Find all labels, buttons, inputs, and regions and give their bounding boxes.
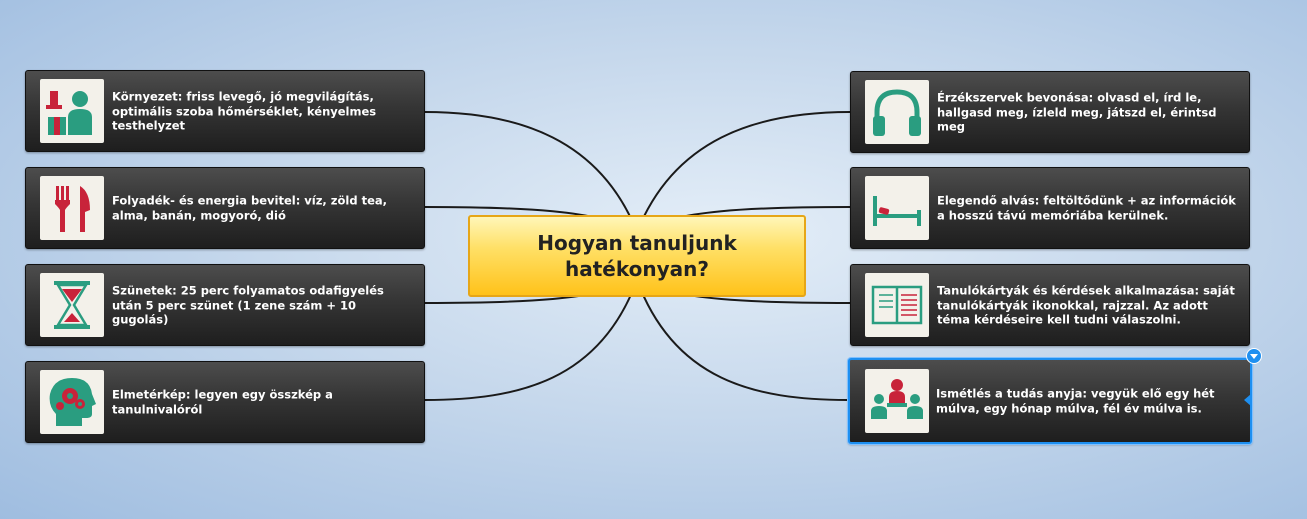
fork-knife-icon bbox=[40, 176, 104, 240]
node-mindmap-text: Elmetérkép: legyen egy összkép a tanulni… bbox=[112, 387, 333, 417]
notebook-icon bbox=[865, 273, 929, 337]
central-topic[interactable]: Hogyan tanuljunk hatékonyan? bbox=[468, 215, 806, 297]
node-breaks-text: Szünetek: 25 perc folyamatos odafigyelés… bbox=[112, 283, 384, 327]
central-topic-line1: Hogyan tanuljunk bbox=[537, 231, 737, 255]
node-environment[interactable]: Környezet: friss levegő, jó megvilágítás… bbox=[25, 70, 425, 152]
node-sleep-text: Elegendő alvás: feltöltődünk + az inform… bbox=[937, 193, 1236, 223]
meeting-icon bbox=[865, 369, 929, 433]
hourglass-icon bbox=[40, 273, 104, 337]
node-nutrition[interactable]: Folyadék- és energia bevitel: víz, zöld … bbox=[25, 167, 425, 249]
node-flashcards-text: Tanulókártyák és kérdések alkalmazása: s… bbox=[937, 283, 1235, 327]
connector-environment bbox=[424, 111, 638, 233]
bed-icon bbox=[865, 176, 929, 240]
node-breaks[interactable]: Szünetek: 25 perc folyamatos odafigyelés… bbox=[25, 264, 425, 346]
node-environment-text: Környezet: friss levegő, jó megvilágítás… bbox=[112, 89, 377, 133]
head-gears-icon bbox=[40, 370, 104, 434]
headphones-icon bbox=[865, 80, 929, 144]
side-tab-handle[interactable] bbox=[1244, 394, 1251, 406]
central-topic-line2: hatékonyan? bbox=[565, 257, 709, 281]
node-mindmap[interactable]: Elmetérkép: legyen egy összkép a tanulni… bbox=[25, 361, 425, 443]
person-icon bbox=[40, 79, 104, 143]
expand-toggle-button[interactable] bbox=[1246, 348, 1262, 364]
connector-repetition bbox=[636, 279, 849, 401]
node-repetition[interactable]: Ismétlés a tudás anyja: vegyük elő egy h… bbox=[848, 358, 1252, 444]
node-senses[interactable]: Érzékszervek bevonása: olvasd el, írd le… bbox=[850, 71, 1250, 153]
node-flashcards[interactable]: Tanulókártyák és kérdések alkalmazása: s… bbox=[850, 264, 1250, 346]
node-sleep[interactable]: Elegendő alvás: feltöltődünk + az inform… bbox=[850, 167, 1250, 249]
connector-mindmap bbox=[424, 279, 638, 401]
connector-senses bbox=[636, 111, 851, 233]
node-repetition-text: Ismétlés a tudás anyja: vegyük elő egy h… bbox=[936, 386, 1215, 416]
node-nutrition-text: Folyadék- és energia bevitel: víz, zöld … bbox=[112, 193, 388, 223]
node-senses-text: Érzékszervek bevonása: olvasd el, írd le… bbox=[937, 90, 1217, 134]
